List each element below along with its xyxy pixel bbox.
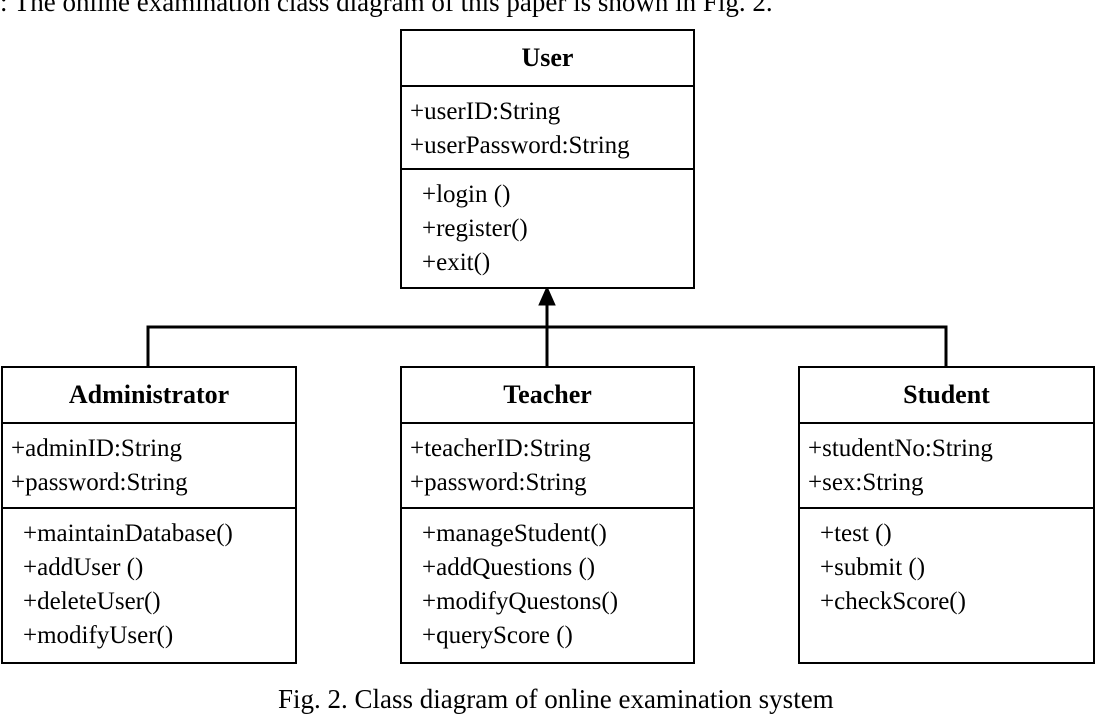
class-student[interactable]: Student +studentNo:String +sex:String +t… bbox=[798, 366, 1095, 664]
attribute: +adminID:String bbox=[11, 435, 183, 462]
class-user-attributes: +userID:String +userPassword:String bbox=[402, 87, 693, 170]
class-administrator[interactable]: Administrator +adminID:String +password:… bbox=[1, 366, 297, 664]
class-student-operations: +test () +submit () +checkScore() bbox=[800, 509, 1093, 619]
attribute: +userID:String bbox=[410, 98, 561, 125]
generalization-connectors bbox=[146, 285, 948, 367]
operation: +maintainDatabase() bbox=[23, 520, 233, 547]
class-user-operations: +login () +register() +exit() bbox=[402, 170, 693, 280]
class-teacher-name: Teacher bbox=[402, 368, 693, 424]
operation: +addQuestions () bbox=[422, 554, 596, 581]
attribute: +teacherID:String bbox=[410, 435, 591, 462]
attribute: +studentNo:String bbox=[808, 435, 993, 462]
class-student-name: Student bbox=[800, 368, 1093, 424]
class-administrator-name: Administrator bbox=[3, 368, 295, 424]
operation: +login () bbox=[422, 181, 511, 208]
class-administrator-attributes: +adminID:String +password:String bbox=[3, 424, 295, 509]
figure-caption: Fig. 2. Class diagram of online examinat… bbox=[278, 684, 834, 714]
intro-text: : The online examination class diagram o… bbox=[0, 0, 773, 17]
class-teacher[interactable]: Teacher +teacherID:String +password:Stri… bbox=[400, 366, 695, 664]
operation: +manageStudent() bbox=[422, 520, 607, 547]
class-teacher-operations: +manageStudent() +addQuestions () +modif… bbox=[402, 509, 693, 653]
attribute: +sex:String bbox=[808, 469, 924, 496]
class-teacher-attributes: +teacherID:String +password:String bbox=[402, 424, 693, 509]
operation: +submit () bbox=[820, 554, 926, 581]
operation: +deleteUser() bbox=[23, 588, 161, 615]
generalization-arrowhead bbox=[538, 285, 556, 306]
operation: +checkScore() bbox=[820, 588, 966, 615]
class-user-name: User bbox=[402, 31, 693, 87]
attribute: +userPassword:String bbox=[410, 132, 630, 159]
operation: +register() bbox=[422, 215, 528, 242]
attribute: +password:String bbox=[410, 469, 587, 496]
operation: +queryScore () bbox=[422, 622, 573, 649]
operation: +modifyUser() bbox=[23, 622, 174, 649]
class-student-attributes: +studentNo:String +sex:String bbox=[800, 424, 1093, 509]
operation: +exit() bbox=[422, 249, 491, 276]
class-user[interactable]: User +userID:String +userPassword:String… bbox=[400, 29, 695, 289]
operation: +test () bbox=[820, 520, 892, 547]
operation: +modifyQuestons() bbox=[422, 588, 619, 615]
attribute: +password:String bbox=[11, 469, 188, 496]
class-administrator-operations: +maintainDatabase() +addUser () +deleteU… bbox=[3, 509, 295, 653]
operation: +addUser () bbox=[23, 554, 144, 581]
